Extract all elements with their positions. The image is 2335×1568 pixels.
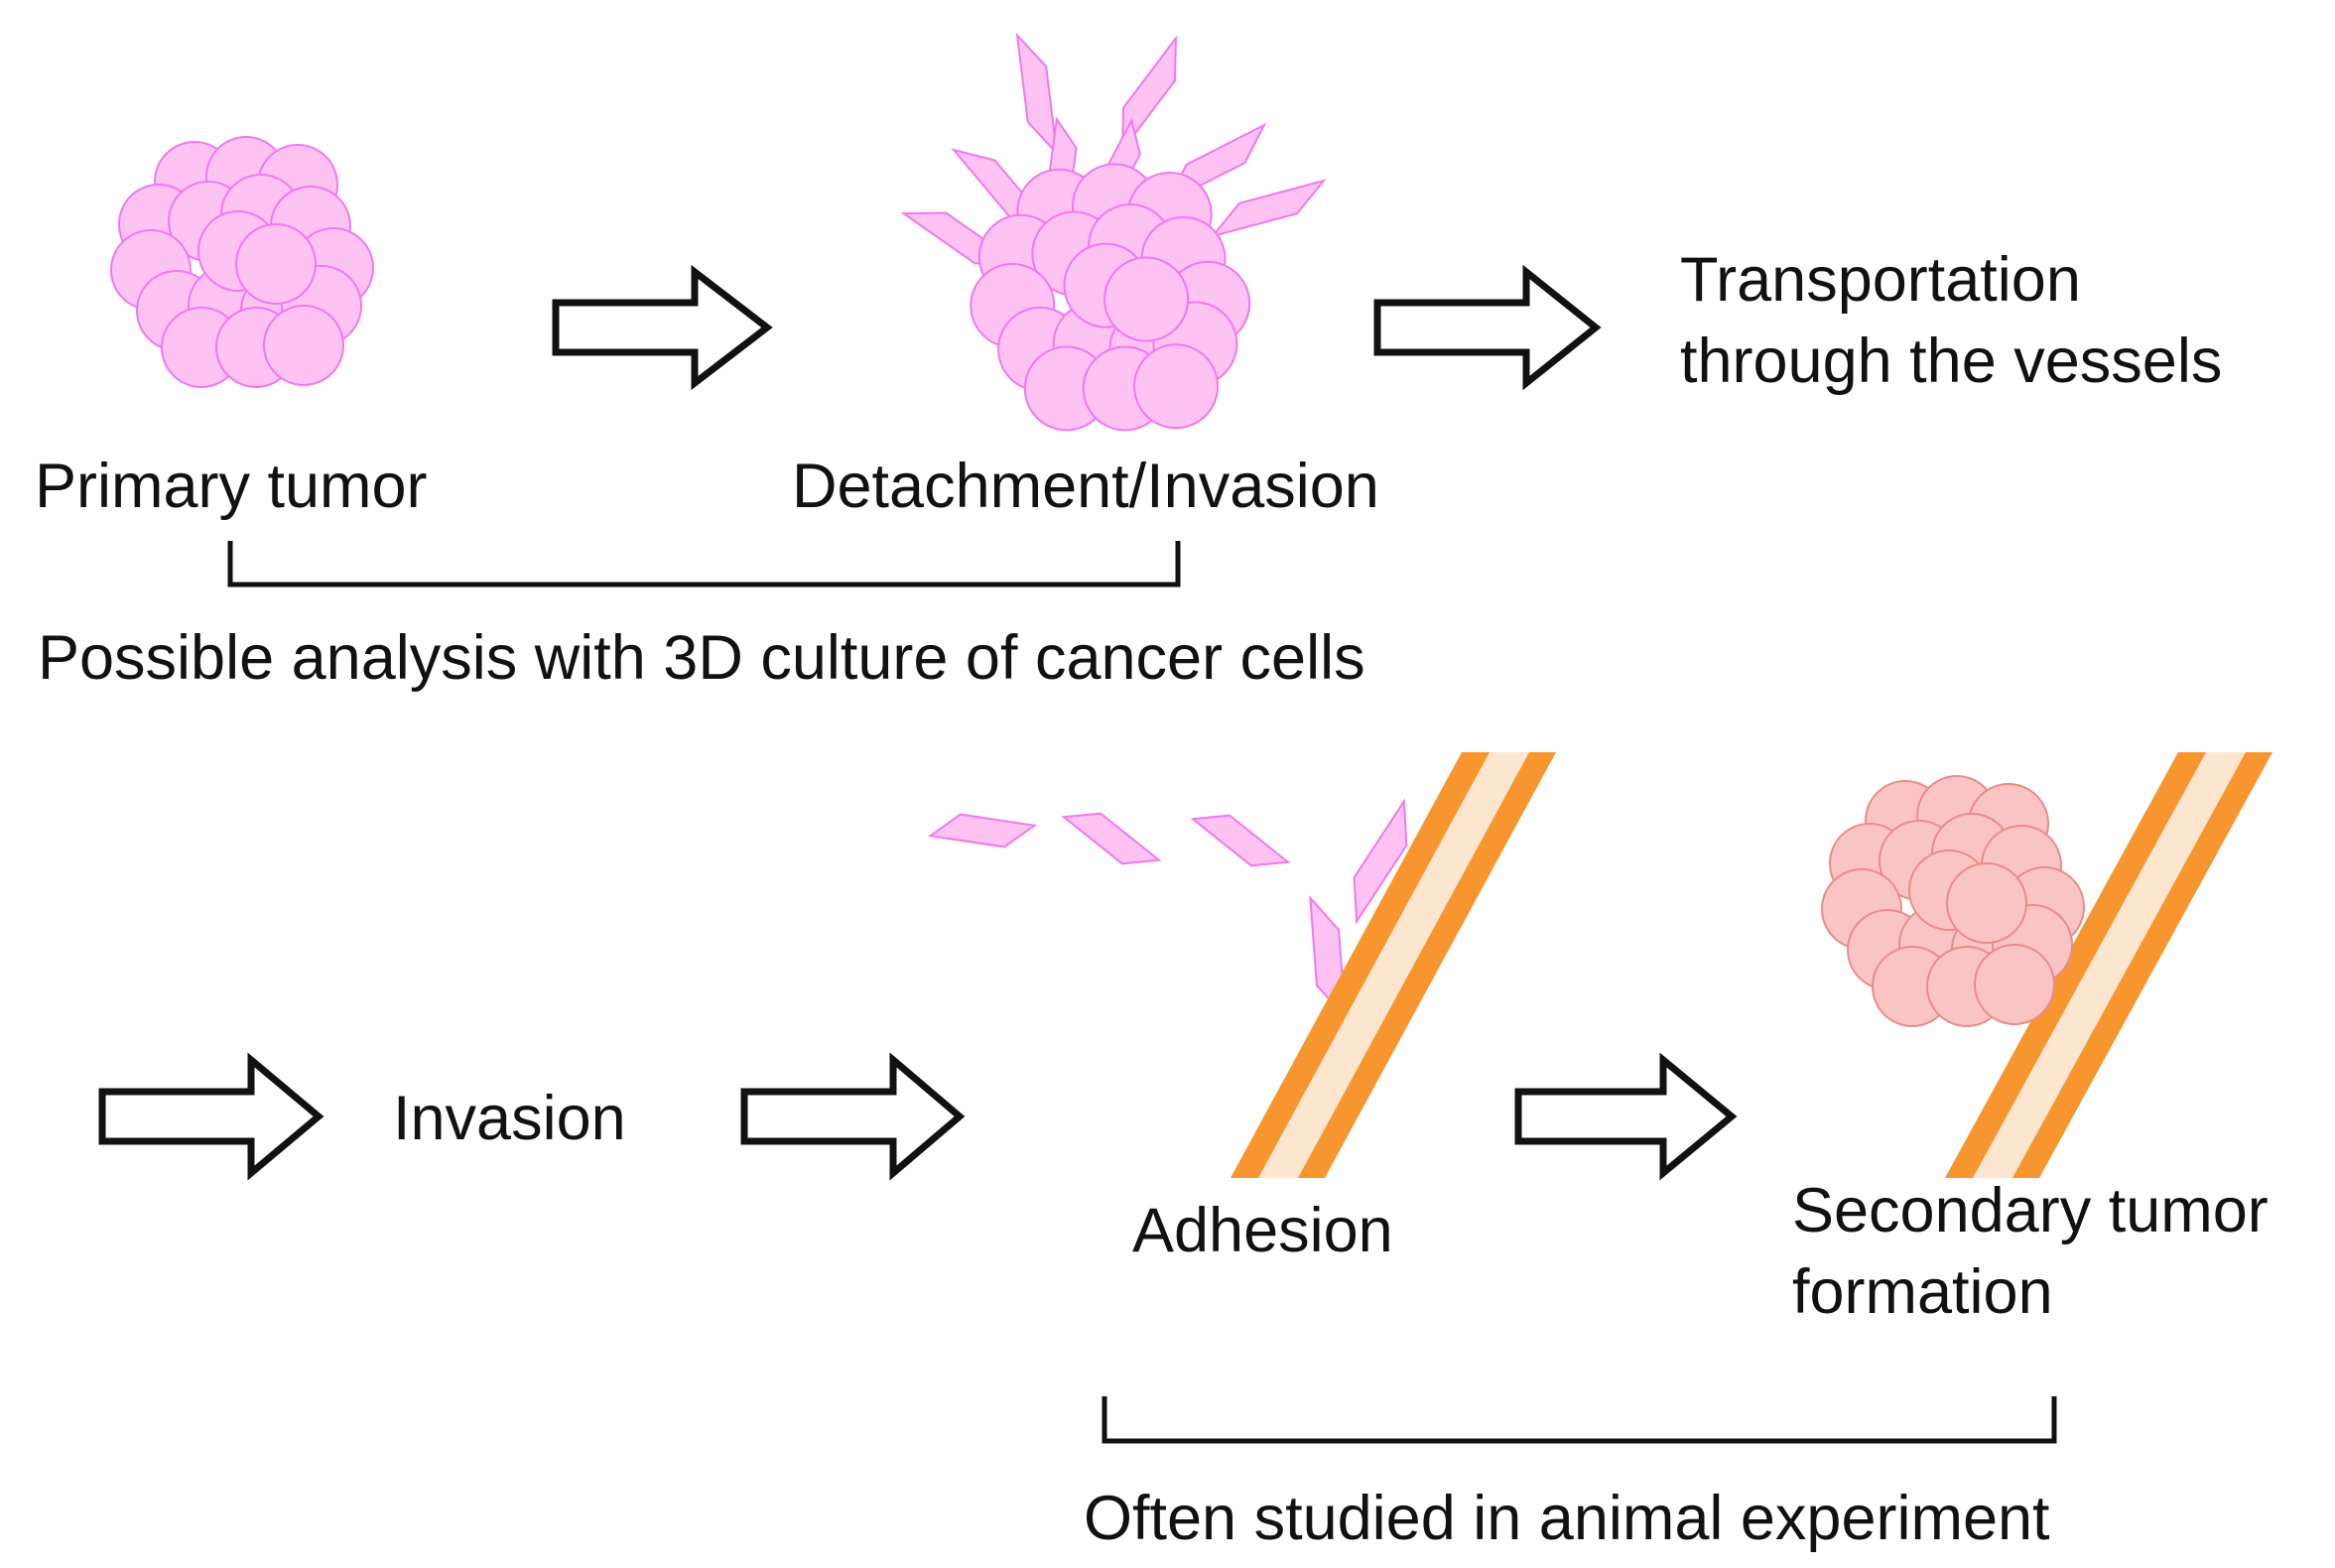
label-transportation-line2: through the vessels: [1680, 327, 2223, 396]
migrating-cell: [1061, 812, 1162, 865]
tumor-cell: [235, 223, 317, 305]
flow-arrows: [98, 264, 1738, 1181]
detaching-tumor-icon: [970, 163, 1251, 432]
bracket-top: [227, 541, 1181, 588]
label-transportation-line1: Transportation: [1680, 245, 2081, 315]
primary-tumor-icon: [110, 136, 374, 388]
migrating-cell: [1210, 179, 1327, 238]
vessel-wall-outer: [1231, 752, 1490, 1178]
arrow-right-icon: [1514, 1052, 1738, 1181]
secondary-tumor-icon: [1821, 775, 2085, 1027]
label-secondary-line1: Secondary tumor: [1792, 1176, 2269, 1245]
label-invasion: Invasion: [393, 1084, 626, 1153]
label-possible-analysis: Possible analysis with 3D culture of can…: [38, 623, 1365, 693]
bracket-bottom: [1102, 1396, 2057, 1444]
label-primary-tumor: Primary tumor: [35, 452, 428, 521]
tumor-cell: [1974, 944, 2055, 1025]
label-animal-experiment: Often studied in animal experiment: [1084, 1484, 2050, 1553]
migrating-cell: [1015, 32, 1059, 157]
label-secondary-line2: formation: [1792, 1257, 2053, 1327]
tumor-cell: [1946, 862, 2027, 944]
vessel-wall-inner: [1298, 752, 1556, 1178]
arrow-right-icon: [98, 1052, 324, 1181]
migrating-cell: [928, 813, 1037, 849]
vessel-wall-secondary-icon: [1945, 752, 2272, 1178]
vessel-wall-inner: [2012, 752, 2272, 1178]
arrow-right-icon: [552, 264, 773, 391]
migrating-cell: [1353, 798, 1408, 925]
vessel-wall-outer: [1945, 752, 2206, 1178]
migrating-cell: [1190, 814, 1291, 867]
circulating-cells-icon: [928, 798, 1408, 1020]
tumor-cell: [1103, 256, 1190, 342]
label-detachment-invasion: Detachment/Invasion: [792, 452, 1379, 521]
arrow-right-icon: [740, 1052, 966, 1181]
vessel-wall-adhesion-icon: [1231, 752, 1556, 1178]
label-adhesion: Adhesion: [1132, 1196, 1393, 1265]
tumor-cell: [1133, 343, 1220, 430]
arrow-right-icon: [1373, 264, 1602, 391]
tumor-cell: [263, 305, 344, 386]
